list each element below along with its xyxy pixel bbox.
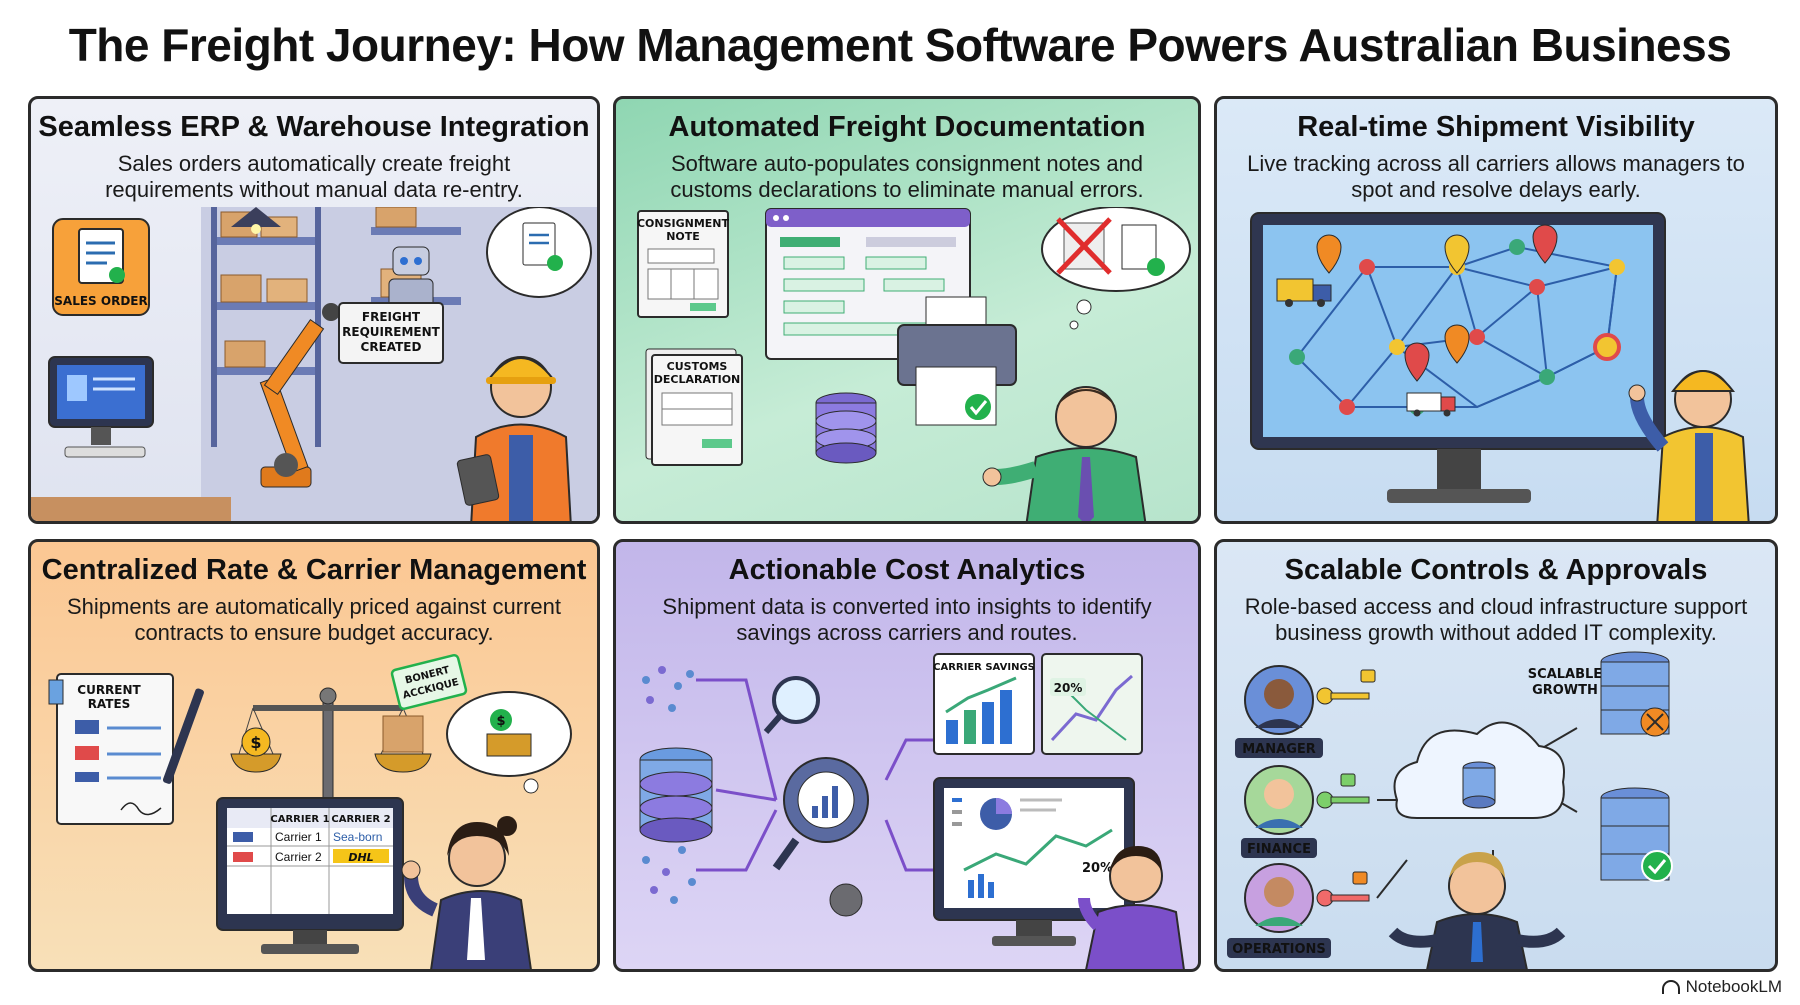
freight-requirement-sign: FREIGHT REQUIREMENT CREATED <box>338 302 444 364</box>
panel-description: Shipment data is converted into insights… <box>662 594 1152 645</box>
approved-stamp: BONERT ACCKIQUE <box>390 653 468 711</box>
worker-icon <box>401 816 532 969</box>
money-icon: $ <box>250 733 261 752</box>
svg-text:CONSIGNMENT: CONSIGNMENT <box>637 217 730 230</box>
scale-icon: $ <box>230 687 432 814</box>
notebooklm-logo-icon <box>1661 980 1680 994</box>
server-icon <box>1600 787 1673 882</box>
svg-text:SCALABLE: SCALABLE <box>1528 667 1602 682</box>
database-icon <box>815 392 877 464</box>
sales-order-document-icon: SALES ORDER <box>52 218 150 316</box>
map-pin-icon <box>1316 224 1558 382</box>
robot-arm-icon <box>259 303 340 488</box>
rate-management-illustration: CURRENT RATES $ <box>48 653 572 969</box>
brand-footer: NotebookLM <box>1661 977 1782 997</box>
tracking-map-illustration <box>1250 212 1750 521</box>
analytics-screen: 20% <box>933 777 1135 946</box>
panel-cost-analytics: Actionable Cost Analytics Shipment data … <box>613 539 1201 972</box>
database-icon <box>639 747 713 843</box>
svg-text:CARRIER SAVINGS: CARRIER SAVINGS <box>933 662 1035 673</box>
server-icon <box>1600 651 1670 737</box>
svg-text:CREATED: CREATED <box>361 340 422 354</box>
panel-controls-approvals: Scalable Controls & Approvals Role-based… <box>1214 539 1778 972</box>
consignment-note-document-icon: CONSIGNMENT NOTE <box>637 210 730 318</box>
flow-arrows <box>696 678 936 872</box>
thought-bubble-error-icon <box>1041 207 1191 330</box>
svg-text:DHL: DHL <box>348 851 373 864</box>
svg-text:CUSTOMS: CUSTOMS <box>667 360 728 373</box>
panel-description: Role-based access and cloud infrastructu… <box>1244 594 1748 645</box>
cloud-icon <box>1393 721 1565 819</box>
panel-erp-integration: Seamless ERP & Warehouse Integration Sal… <box>28 96 600 524</box>
carrier-comparison-screen: CARRIER 1 CARRIER 2 Carrier 1 Carrier 2 … <box>216 797 404 954</box>
access-control-illustration: MANAGER FINANCE OPERATIONS <box>1227 651 1673 969</box>
svg-text:REQUIREMENT: REQUIREMENT <box>342 325 440 339</box>
svg-text:FINANCE: FINANCE <box>1247 842 1311 857</box>
data-points <box>642 666 696 904</box>
worker-icon <box>982 386 1147 521</box>
panel-heading: Scalable Controls & Approvals <box>1284 554 1708 586</box>
svg-text:CARRIER 2: CARRIER 2 <box>331 814 390 825</box>
pen-icon <box>162 688 204 784</box>
panel-rate-carrier-management: Centralized Rate & Carrier Management Sh… <box>28 539 600 972</box>
svg-text:RATES: RATES <box>88 697 131 711</box>
svg-text:Sea-born: Sea-born <box>333 830 382 844</box>
page-title: The Freight Journey: How Management Soft… <box>68 19 1732 71</box>
panel-description: Sales orders automatically create freigh… <box>105 151 523 202</box>
erp-warehouse-illustration: SALES ORDER <box>31 207 597 521</box>
svg-text:DECLARATION: DECLARATION <box>654 373 741 386</box>
worker-icon <box>456 356 572 521</box>
worker-icon <box>1628 370 1750 521</box>
panel-heading: Real-time Shipment Visibility <box>1297 111 1695 143</box>
magnifier-icon <box>763 676 820 734</box>
brand-name: NotebookLM <box>1685 977 1782 996</box>
operations-avatar: OPERATIONS <box>1227 863 1331 958</box>
svg-text:Carrier 2: Carrier 2 <box>275 850 322 864</box>
speech-bubble-document-icon <box>486 207 592 298</box>
customs-declaration-document-icon: CUSTOMS DECLARATION <box>645 348 743 466</box>
finance-avatar: FINANCE <box>1241 765 1317 858</box>
lamp-icon <box>231 207 281 234</box>
documentation-illustration: CONSIGNMENT NOTE CUSTOMS DECLARATION <box>637 207 1191 521</box>
manager-avatar: MANAGER <box>1235 665 1323 758</box>
current-rates-document-icon: CURRENT RATES <box>48 673 174 825</box>
analytics-illustration: CARRIER SAVINGS 20% <box>639 653 1185 969</box>
truck-icon <box>1276 278 1332 307</box>
svg-text:20%: 20% <box>1054 681 1083 695</box>
svg-text:FREIGHT: FREIGHT <box>362 310 421 324</box>
svg-text:CURRENT: CURRENT <box>77 683 141 697</box>
svg-text:GROWTH: GROWTH <box>1532 683 1598 698</box>
gear-icon <box>772 757 869 917</box>
robot-icon <box>388 246 434 310</box>
truck-icon <box>1406 392 1456 417</box>
carrier-savings-chart-card: CARRIER SAVINGS 20% <box>933 653 1143 755</box>
bar-chart-icon <box>945 676 1017 744</box>
worker-icon <box>1388 852 1566 969</box>
panel-heading: Seamless ERP & Warehouse Integration <box>38 111 590 143</box>
software-window-icon <box>765 208 971 360</box>
key-icon <box>1316 687 1370 907</box>
svg-text:MANAGER: MANAGER <box>1242 742 1316 757</box>
worker-icon <box>1078 846 1185 969</box>
svg-text:CARRIER 1: CARRIER 1 <box>270 814 329 825</box>
printer-icon <box>897 296 1017 426</box>
thought-bubble-money-icon: $ <box>446 691 572 794</box>
panel-freight-documentation: Automated Freight Documentation Software… <box>613 96 1201 524</box>
panel-description: Live tracking across all carriers allows… <box>1247 151 1745 202</box>
computer-icon <box>48 356 154 458</box>
panel-description: Software auto-populates consignment note… <box>670 151 1144 202</box>
svg-text:Carrier 1: Carrier 1 <box>275 830 322 844</box>
lock-icon <box>1340 669 1376 885</box>
panel-heading: Actionable Cost Analytics <box>728 554 1086 586</box>
panel-grid: Seamless ERP & Warehouse Integration Sal… <box>28 96 1778 972</box>
svg-text:NOTE: NOTE <box>666 230 700 243</box>
panel-shipment-visibility: Real-time Shipment Visibility Live track… <box>1214 96 1778 524</box>
svg-text:OPERATIONS: OPERATIONS <box>1232 942 1326 957</box>
panel-heading: Automated Freight Documentation <box>668 111 1146 143</box>
sales-order-label: SALES ORDER <box>54 294 147 308</box>
panel-heading: Centralized Rate & Carrier Management <box>41 554 587 586</box>
svg-text:20%: 20% <box>1082 861 1113 876</box>
panel-description: Shipments are automatically priced again… <box>66 594 562 645</box>
svg-text:$: $ <box>496 714 505 729</box>
